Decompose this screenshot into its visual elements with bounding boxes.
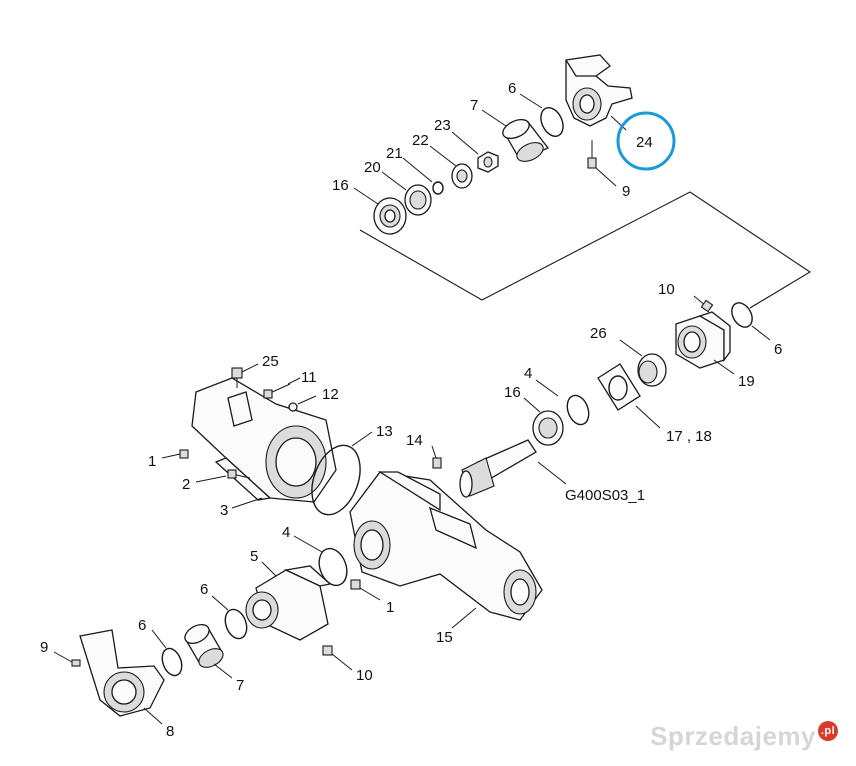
label-26: 26	[590, 325, 607, 342]
grease-nipple-lower[interactable]	[71, 659, 81, 667]
nut-23[interactable]	[477, 151, 499, 173]
label-24: 24	[636, 134, 653, 151]
label-11: 11	[301, 369, 317, 386]
label-17-18: 17 , 18	[666, 428, 712, 445]
bushing-upper[interactable]	[500, 116, 550, 165]
label-22: 22	[412, 132, 429, 149]
label-21: 21	[386, 145, 403, 162]
label-10-lower: 10	[356, 667, 373, 684]
label-25: 25	[262, 353, 279, 370]
label-7-lower: 7	[236, 677, 244, 694]
label-9-lower: 9	[40, 639, 48, 656]
bolt-2[interactable]	[227, 469, 251, 479]
label-8: 8	[166, 723, 174, 740]
bearing-16-mid[interactable]	[532, 410, 564, 446]
label-4-lower: 4	[282, 524, 290, 541]
grease-nipple-upper[interactable]	[587, 140, 597, 169]
label-16-mid: 16	[504, 384, 521, 401]
flange-housing-5[interactable]	[245, 565, 332, 641]
label-1-mid: 1	[386, 599, 394, 616]
label-10: 10	[658, 281, 675, 298]
label-1: 1	[148, 453, 156, 470]
o-ring-lower-a[interactable]	[221, 606, 250, 641]
washer-12[interactable]	[288, 402, 298, 412]
axle-housing-15[interactable]	[349, 471, 543, 621]
o-ring-upper[interactable]	[537, 104, 568, 140]
bolt-1-mid[interactable]	[350, 579, 361, 590]
watermark-text: Sprzedajemy	[650, 721, 816, 751]
bolt-25[interactable]	[231, 367, 243, 388]
steering-knuckle-upper[interactable]	[565, 54, 633, 127]
label-6-right: 6	[774, 341, 782, 358]
label-9: 9	[622, 183, 630, 200]
label-6: 6	[508, 80, 516, 97]
label-15: 15	[436, 629, 453, 646]
bolt-10-upper[interactable]	[693, 295, 714, 313]
o-ring-lower-b[interactable]	[159, 646, 185, 678]
label-13: 13	[376, 423, 393, 440]
leader-lines	[53, 93, 771, 725]
label-2: 2	[182, 476, 190, 493]
pinion-gear-shaft[interactable]	[459, 439, 537, 498]
detail-frame	[359, 191, 812, 309]
bolt-1-left[interactable]	[179, 449, 189, 459]
bolt-10-lower[interactable]	[322, 645, 333, 656]
o-ring-right[interactable]	[728, 299, 757, 331]
o-ring-4-right[interactable]	[563, 392, 592, 427]
breather-14[interactable]	[432, 457, 442, 469]
o-ring-13[interactable]	[303, 439, 369, 522]
o-ring-4-lower[interactable]	[314, 545, 351, 590]
bearing-16-upper[interactable]	[373, 197, 407, 235]
bolt-11[interactable]	[263, 383, 291, 399]
flange-housing-19[interactable]	[675, 311, 731, 369]
label-5: 5	[250, 548, 258, 565]
seal-26[interactable]	[637, 353, 667, 387]
watermark-badge: .pl	[818, 721, 838, 741]
bushing-lower[interactable]	[182, 621, 226, 671]
bearing-20[interactable]	[404, 184, 432, 216]
steering-knuckle-lower[interactable]	[79, 629, 165, 717]
label-code: G400S03_1	[565, 487, 645, 504]
label-6-lower-b: 6	[138, 617, 146, 634]
label-19: 19	[738, 373, 755, 390]
label-3: 3	[220, 502, 228, 519]
gasket-17-18[interactable]	[597, 363, 641, 411]
snap-ring-21[interactable]	[432, 181, 444, 195]
watermark-logo: Sprzedajemy.pl	[650, 721, 838, 752]
label-7: 7	[470, 97, 478, 114]
label-12: 12	[322, 386, 339, 403]
label-6-lower-a: 6	[200, 581, 208, 598]
label-20: 20	[364, 159, 381, 176]
collar-22[interactable]	[451, 163, 473, 189]
label-14: 14	[406, 432, 423, 449]
highlight-circle	[616, 111, 676, 171]
label-4: 4	[524, 365, 532, 382]
label-23: 23	[434, 117, 451, 134]
differential-housing-3[interactable]	[191, 377, 337, 503]
label-16: 16	[332, 177, 349, 194]
